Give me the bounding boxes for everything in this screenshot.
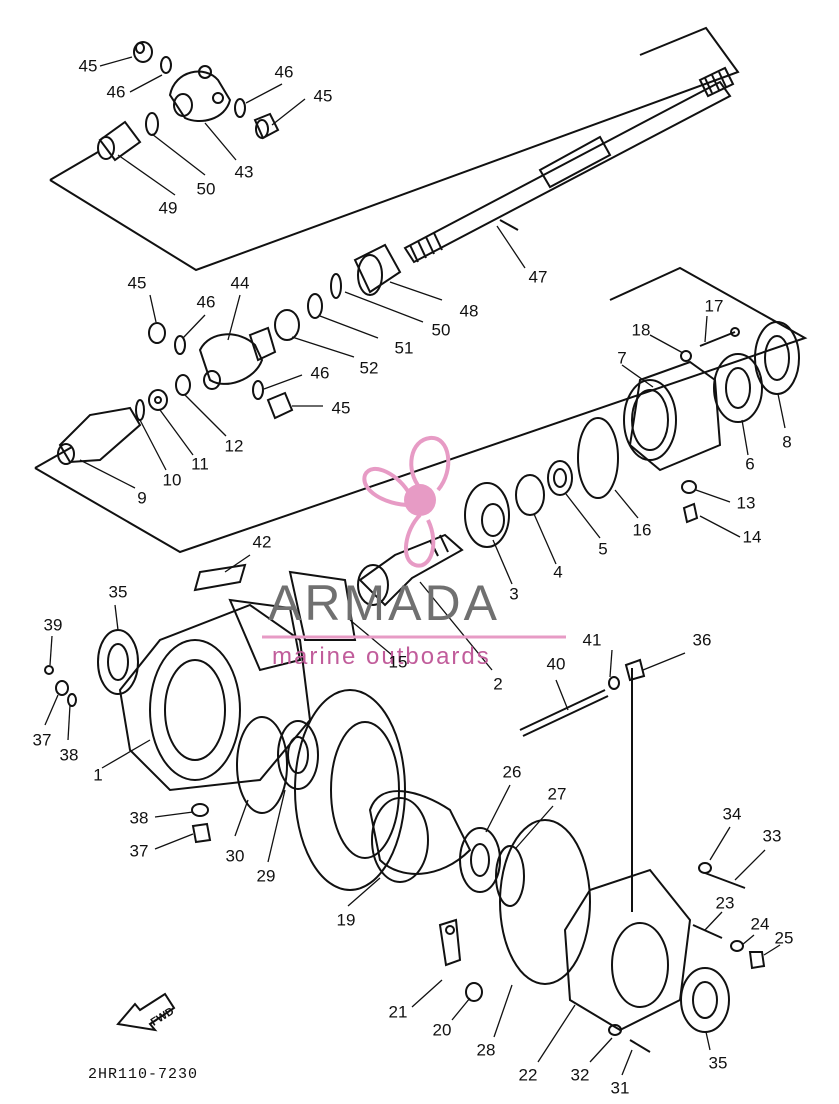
joint-parts-middle [57, 273, 342, 465]
callout-label: 7 [617, 348, 627, 368]
watermark-brand: ARMADA [268, 575, 500, 631]
callout-label: 11 [191, 454, 209, 474]
callout-label: 23 [715, 893, 735, 913]
joint-parts-top [97, 41, 402, 296]
front-drive-group-frame [34, 266, 808, 554]
drive-shaft-47 [403, 66, 735, 264]
callout-label: 32 [570, 1065, 590, 1085]
callout-label: 46 [310, 363, 330, 383]
callout-label: 38 [59, 745, 79, 765]
callout-label: 31 [610, 1078, 630, 1098]
pinion-bearing-group [357, 460, 573, 607]
callout-label: 22 [518, 1065, 538, 1085]
callout-label: 5 [598, 539, 608, 559]
ring-gear-group [294, 689, 591, 1002]
callout-label: 19 [336, 910, 356, 930]
callout-label: 46 [274, 62, 294, 82]
callout-label: 52 [359, 358, 379, 378]
callout-label: 45 [78, 56, 98, 76]
callout-label: 15 [388, 652, 408, 672]
callout-label: 40 [546, 654, 566, 674]
callout-label: 50 [196, 179, 216, 199]
callout-label: 44 [230, 273, 250, 293]
callout-label: 35 [708, 1053, 728, 1073]
callout-label: 29 [256, 866, 276, 886]
callout-label: 27 [547, 784, 567, 804]
callout-label: 43 [234, 162, 254, 182]
leader-lines [44, 56, 786, 1076]
callout-label: 14 [742, 527, 762, 547]
callout-label: 9 [137, 488, 147, 508]
callout-label: 26 [502, 762, 522, 782]
callout-label: 37 [32, 730, 52, 750]
callout-label: 46 [106, 82, 126, 102]
callout-label: 35 [108, 582, 128, 602]
callout-label: 47 [528, 267, 548, 287]
callout-label: 45 [313, 86, 333, 106]
differential-cover [519, 658, 766, 1053]
callout-label: 38 [129, 808, 149, 828]
callout-label: 25 [774, 928, 794, 948]
callout-label: 49 [158, 198, 178, 218]
callout-label: 21 [388, 1002, 408, 1022]
callout-label: 48 [459, 301, 479, 321]
callout-label: 13 [736, 493, 756, 513]
callout-label: 18 [631, 320, 651, 340]
callout-label: 50 [431, 320, 451, 340]
callout-label: 4 [553, 562, 563, 582]
callout-label: 33 [762, 826, 782, 846]
callout-label: 30 [225, 846, 245, 866]
callout-label: 46 [196, 292, 216, 312]
callout-label: 51 [394, 338, 414, 358]
shaft-group-frame [49, 26, 740, 272]
callout-label: 3 [509, 584, 519, 604]
fwd-arrow-icon [116, 992, 176, 1032]
callout-label: 17 [704, 296, 724, 316]
diagram-code: 2HR110-7230 [88, 1066, 199, 1083]
callout-label: 1 [93, 765, 103, 785]
callout-label: 41 [582, 630, 602, 650]
callout-label: 34 [722, 804, 742, 824]
callout-label: 12 [224, 436, 244, 456]
callout-label: 6 [745, 454, 755, 474]
callout-label: 45 [331, 398, 351, 418]
callout-label: 45 [127, 273, 147, 293]
callout-label: 36 [692, 630, 712, 650]
callout-label: 2 [493, 674, 503, 694]
callout-label: 20 [432, 1020, 452, 1040]
callout-label: 24 [750, 914, 770, 934]
differential-case [44, 563, 357, 844]
callout-label: 39 [43, 615, 63, 635]
propeller-icon [262, 436, 566, 639]
callout-label: 16 [632, 520, 652, 540]
callout-label: 8 [782, 432, 792, 452]
callout-label: 28 [476, 1040, 496, 1060]
callout-label: 37 [129, 841, 149, 861]
front-housing-group [577, 321, 800, 524]
callout-label: 42 [252, 532, 272, 552]
callout-label: 10 [162, 470, 182, 490]
watermark-subtitle: marine outboards [272, 643, 491, 670]
